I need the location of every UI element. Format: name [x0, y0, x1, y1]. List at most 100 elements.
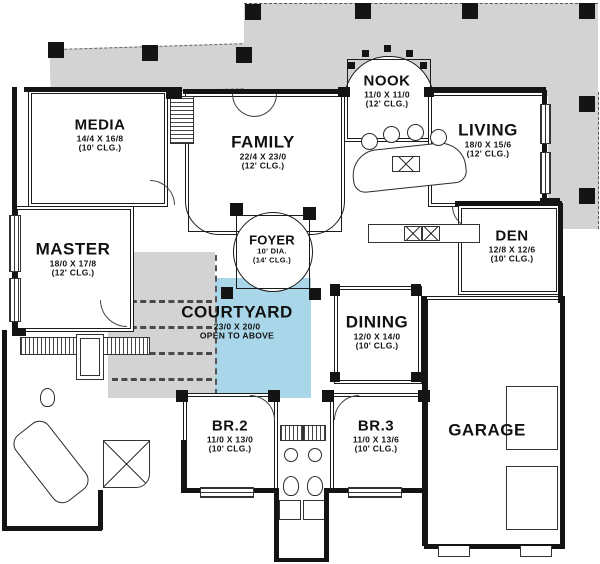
pergola-line	[112, 352, 212, 355]
room-label-dining: DINING 12/0 X 14/0 (10' CLG.)	[345, 312, 409, 351]
wall-mass	[12, 328, 26, 336]
wall-segment	[455, 201, 562, 206]
pergola-line	[112, 378, 212, 381]
kitchen-sink	[422, 226, 440, 241]
wall-segment	[98, 490, 103, 530]
bathtub	[8, 415, 94, 509]
column-marker	[579, 188, 595, 204]
room-dims: 22/4 X 23/0	[239, 151, 287, 161]
column-marker	[142, 45, 158, 61]
kitchen-sink	[404, 226, 422, 241]
room-ceiling: (10' CLG.)	[490, 253, 534, 264]
room-label-garage: GARAGE	[448, 420, 526, 441]
wall-segment	[558, 203, 563, 303]
wall-segment	[274, 558, 329, 562]
pergola-line	[112, 326, 212, 329]
wall-mass	[221, 287, 233, 299]
column-marker	[48, 42, 64, 58]
wall-mass	[411, 372, 421, 382]
room-name: COURTYARD	[181, 302, 293, 322]
wall-segment	[24, 87, 170, 92]
window	[348, 487, 402, 498]
room-name: DINING	[345, 312, 409, 332]
wall-mass	[230, 203, 243, 216]
room-label-family: FAMILY 22/4 X 23/0 (12' CLG.)	[231, 132, 295, 171]
wall-segment	[2, 330, 7, 530]
closet-hanging-rod	[280, 425, 303, 441]
wall-mass	[411, 284, 421, 296]
closet-hanging-rod	[303, 425, 326, 441]
bar-stool	[361, 133, 378, 150]
window	[540, 104, 551, 144]
closet-hanging-rod	[20, 337, 84, 355]
room-label-living: LIVING 18/0 X 15/6 (12' CLG.)	[458, 120, 518, 159]
wall-mass	[418, 390, 430, 402]
wall-segment	[560, 296, 565, 549]
wall-segment	[2, 526, 102, 531]
nook-arch-tick	[348, 62, 355, 69]
pergola-line	[112, 300, 212, 303]
room-name: BR.2	[211, 417, 249, 435]
room-dims: 14/4 X 16/8	[76, 132, 124, 143]
room-label-foyer: FOYER 10' DIA. (14' CLG.)	[249, 232, 295, 265]
wall-mass	[540, 198, 560, 206]
room-media	[28, 90, 168, 207]
room-ceiling: (12' CLG.)	[365, 98, 409, 109]
wall-mass	[330, 372, 340, 382]
room-dims: 12/0 X 14/0	[353, 331, 401, 341]
room-dims: 18/0 X 17/8	[49, 258, 97, 268]
garage-bay	[506, 466, 558, 530]
room-dims: 11/0 X 11/0	[364, 88, 410, 99]
garage-door	[520, 546, 552, 557]
wall-mass	[424, 87, 434, 97]
room-label-nook: NOOK 11/0 X 11/0 (12' CLG.)	[364, 73, 411, 108]
window	[9, 278, 21, 322]
nook-arch-tick	[384, 45, 391, 52]
wall-segment	[542, 90, 547, 205]
wall-segment	[426, 87, 546, 92]
room-ceiling: (12' CLG.)	[241, 160, 285, 171]
room-label-br3: BR.3 11/0 X 13/6 (10' CLG.)	[353, 418, 399, 453]
garage-bay	[506, 386, 558, 450]
room-name: MEDIA	[74, 116, 126, 134]
room-label-media: MEDIA 14/4 X 16/8 (10' CLG.)	[75, 117, 126, 152]
room-dims: 23/0 X 20/0	[213, 321, 261, 331]
foyer-rotunda	[233, 212, 313, 292]
room-ceiling: (14' CLG.)	[252, 255, 292, 265]
room-name: FOYER	[249, 232, 295, 248]
wall-segment	[183, 89, 345, 94]
wall-segment	[181, 440, 186, 493]
room-name: GARAGE	[448, 420, 526, 440]
room-ceiling: (10' CLG.)	[354, 443, 398, 454]
room-ceiling: (10' CLG.)	[78, 142, 122, 153]
wall-mass	[309, 288, 321, 300]
wall-mass	[176, 390, 188, 402]
wall-segment	[424, 544, 564, 549]
column-marker	[236, 47, 252, 63]
room-name: BR.3	[357, 417, 395, 435]
room-dims: 11/0 X 13/0	[206, 433, 254, 444]
room-name: NOOK	[363, 72, 411, 90]
column-marker	[355, 3, 371, 19]
nook-arch-tick	[362, 50, 369, 57]
column-marker	[579, 3, 595, 19]
shower	[103, 440, 150, 488]
nook-arch-tick	[420, 62, 427, 69]
room-label-master: MASTER 18/0 X 17/8 (12' CLG.)	[35, 239, 111, 278]
wall-segment	[422, 296, 427, 546]
closet-island	[76, 334, 104, 380]
room-name: FAMILY	[231, 132, 295, 152]
room-open-note: OPEN TO ABOVE	[199, 330, 275, 341]
room-dims: 12/8 X 12/6	[488, 243, 536, 254]
door-arc	[150, 180, 175, 205]
room-name: MASTER	[35, 239, 111, 259]
window	[540, 152, 551, 194]
room-name: LIVING	[458, 120, 518, 140]
toilet	[283, 476, 299, 496]
wall-segment	[274, 488, 279, 562]
window	[9, 215, 21, 272]
room-ceiling: (12' CLG.)	[51, 267, 95, 278]
cooktop	[392, 156, 420, 172]
shower-stall	[303, 500, 325, 520]
bar-stool	[430, 129, 447, 146]
